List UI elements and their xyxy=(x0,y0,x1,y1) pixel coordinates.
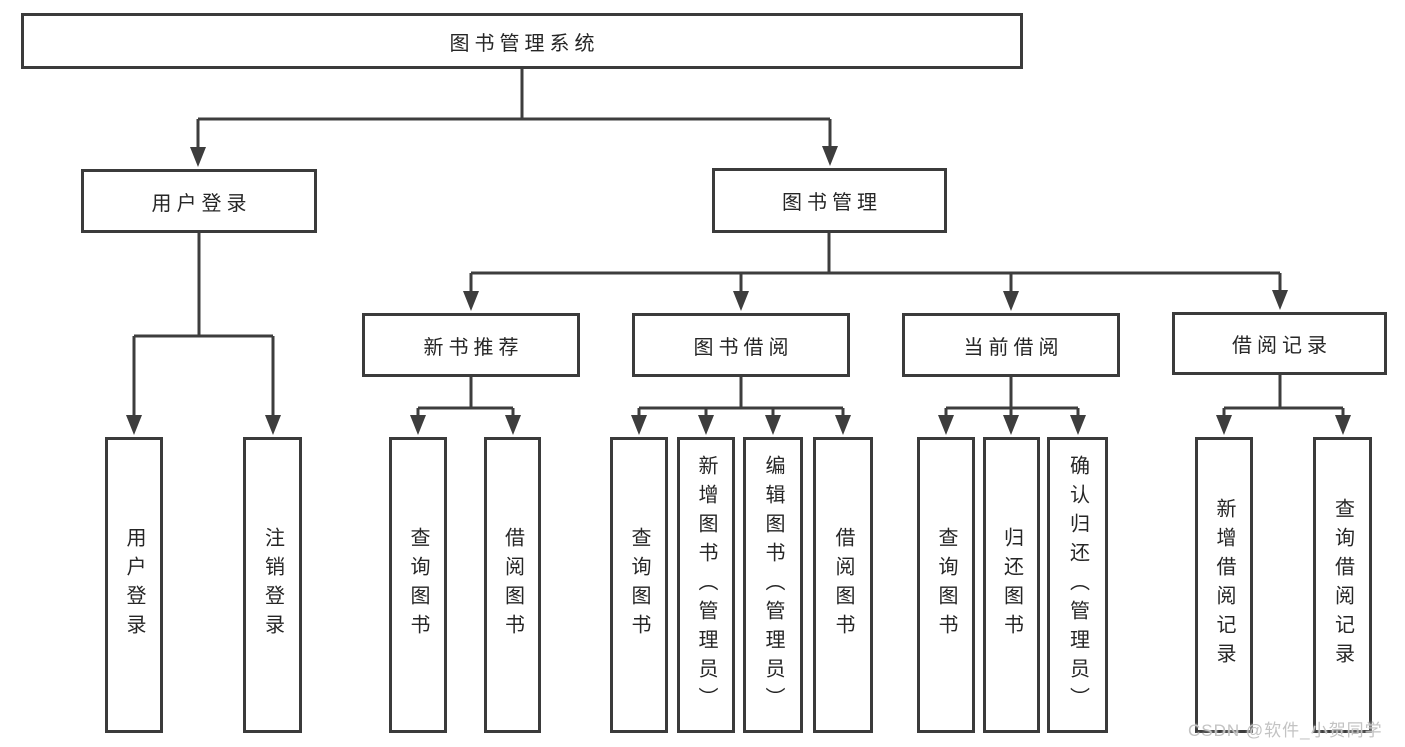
leaf-borrow-borrow-book-label: 借阅图书 xyxy=(832,527,854,643)
leaf-current-confirm-return-admin-label: 确认归还（管理员） xyxy=(1066,454,1089,716)
leaf-records-add-record-label: 新增借阅记录 xyxy=(1213,498,1235,672)
leaf-user-login-label: 用户登录 xyxy=(123,527,145,643)
leaf-logout-label: 注销登录 xyxy=(261,527,284,643)
leaf-current-return-book: 归还图书 xyxy=(983,437,1040,733)
leaf-current-query-book: 查询图书 xyxy=(917,437,975,733)
leaf-records-query-record: 查询借阅记录 xyxy=(1313,437,1372,733)
leaf-newbook-borrow-book: 借阅图书 xyxy=(484,437,541,733)
leaf-records-add-record: 新增借阅记录 xyxy=(1195,437,1253,733)
leaf-logout: 注销登录 xyxy=(243,437,302,733)
connector-lines xyxy=(132,69,1345,422)
node-user-login: 用户登录 xyxy=(81,169,317,233)
node-book-management: 图书管理 xyxy=(712,168,947,233)
arrowheads xyxy=(126,146,1351,435)
leaf-current-query-book-label: 查询图书 xyxy=(935,527,957,643)
leaf-current-confirm-return-admin: 确认归还（管理员） xyxy=(1047,437,1108,733)
leaf-borrow-edit-book-admin: 编辑图书（管理员） xyxy=(743,437,803,733)
leaf-borrow-add-book-admin: 新增图书（管理员） xyxy=(677,437,735,733)
node-book-borrow: 图书借阅 xyxy=(632,313,850,377)
csdn-watermark: CSDN @软件_小贺同学 xyxy=(1188,721,1383,740)
leaf-borrow-query-book-label: 查询图书 xyxy=(628,527,650,643)
leaf-newbook-query-book-label: 查询图书 xyxy=(407,527,429,643)
node-borrow-records: 借阅记录 xyxy=(1172,312,1387,375)
leaf-borrow-add-book-admin-label: 新增图书（管理员） xyxy=(695,454,717,716)
leaf-user-login: 用户登录 xyxy=(105,437,163,733)
node-new-book-recommend: 新书推荐 xyxy=(362,313,580,377)
leaf-records-query-record-label: 查询借阅记录 xyxy=(1331,498,1354,672)
leaf-borrow-borrow-book: 借阅图书 xyxy=(813,437,873,733)
leaf-borrow-edit-book-admin-label: 编辑图书（管理员） xyxy=(762,454,784,716)
leaf-newbook-borrow-book-label: 借阅图书 xyxy=(501,527,524,643)
leaf-borrow-query-book: 查询图书 xyxy=(610,437,668,733)
node-library-system: 图书管理系统 xyxy=(21,13,1023,69)
leaf-current-return-book-label: 归还图书 xyxy=(1000,527,1023,643)
leaf-newbook-query-book: 查询图书 xyxy=(389,437,447,733)
node-current-borrow: 当前借阅 xyxy=(902,313,1120,377)
